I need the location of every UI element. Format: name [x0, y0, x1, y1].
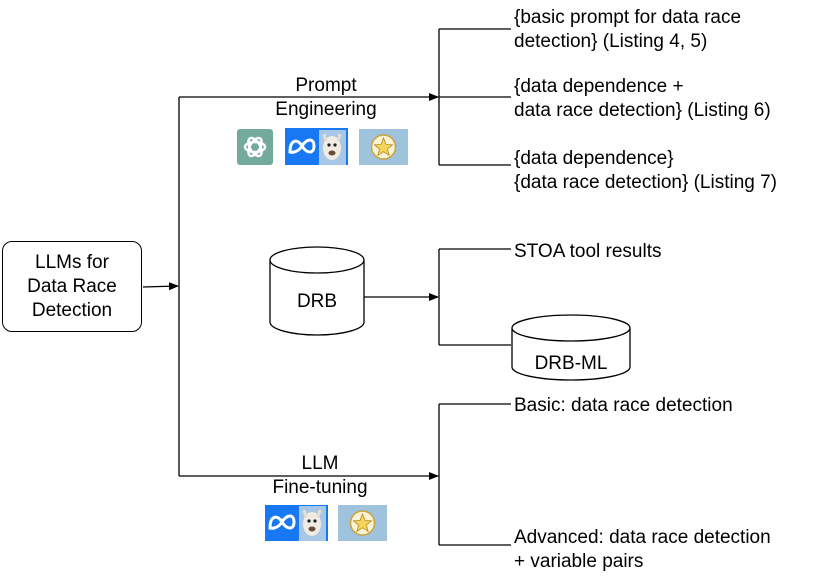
finetuning-label: LLM Fine-tuning — [250, 452, 390, 500]
finetune-label-line-2: Fine-tuning — [272, 477, 368, 498]
root-node — [2, 241, 142, 332]
finetune-leaf-advanced: Advanced: data race detection + variable… — [514, 526, 771, 574]
drbml-cylinder — [511, 314, 631, 381]
prompt-leaf-basic: {basic prompt for data race detection} (… — [514, 6, 741, 54]
meta-llama-icon — [285, 128, 348, 165]
star-badge-icon — [359, 129, 408, 165]
meta-llama-icon-finetune — [265, 505, 328, 541]
prompt-leaf-2-line-1: {data dependence + — [514, 76, 684, 97]
root-line-1: LLMs for — [35, 252, 109, 273]
stoa-tool-results: STOA tool results — [514, 241, 662, 262]
prompt-engineering-label: Prompt Engineering — [256, 74, 396, 122]
finetune-label-line-1: LLM — [301, 453, 339, 474]
prompt-leaf-2-line-2: data race detection} (Listing 6) — [514, 100, 771, 121]
root-line-2: Data Race — [27, 276, 117, 297]
prompt-leaf-3-line-1: {data dependence} — [514, 148, 674, 169]
finetune-leaf-2-line-1: Advanced: data race detection — [514, 527, 771, 548]
star-badge-icon-finetune — [338, 505, 387, 541]
prompt-leaf-1-line-2: detection} (Listing 4, 5) — [514, 31, 708, 52]
drb-label: DRB — [296, 291, 338, 312]
root-connector — [142, 282, 179, 291]
drbml-label: DRB-ML — [534, 353, 608, 374]
chatgpt-icon — [237, 129, 273, 165]
finetune-leaf-2-line-2: + variable pairs — [514, 551, 644, 572]
root-label: LLMs for Data Race Detection — [2, 251, 142, 323]
finetune-leaf-basic: Basic: data race detection — [514, 395, 733, 416]
prompt-leaf-dependence-separate: {data dependence} {data race detection} … — [514, 147, 777, 195]
root-line-3: Detection — [31, 300, 113, 321]
prompt-leaf-dependence-plus: {data dependence + data race detection} … — [514, 75, 771, 123]
prompt-leaf-1-line-1: {basic prompt for data race — [514, 7, 742, 28]
drb-cylinder — [269, 246, 365, 336]
prompt-leaf-3-line-2: {data race detection} (Listing 7) — [514, 172, 778, 193]
prompt-label-line-2: Engineering — [275, 99, 377, 120]
prompt-label-line-1: Prompt — [295, 75, 357, 96]
